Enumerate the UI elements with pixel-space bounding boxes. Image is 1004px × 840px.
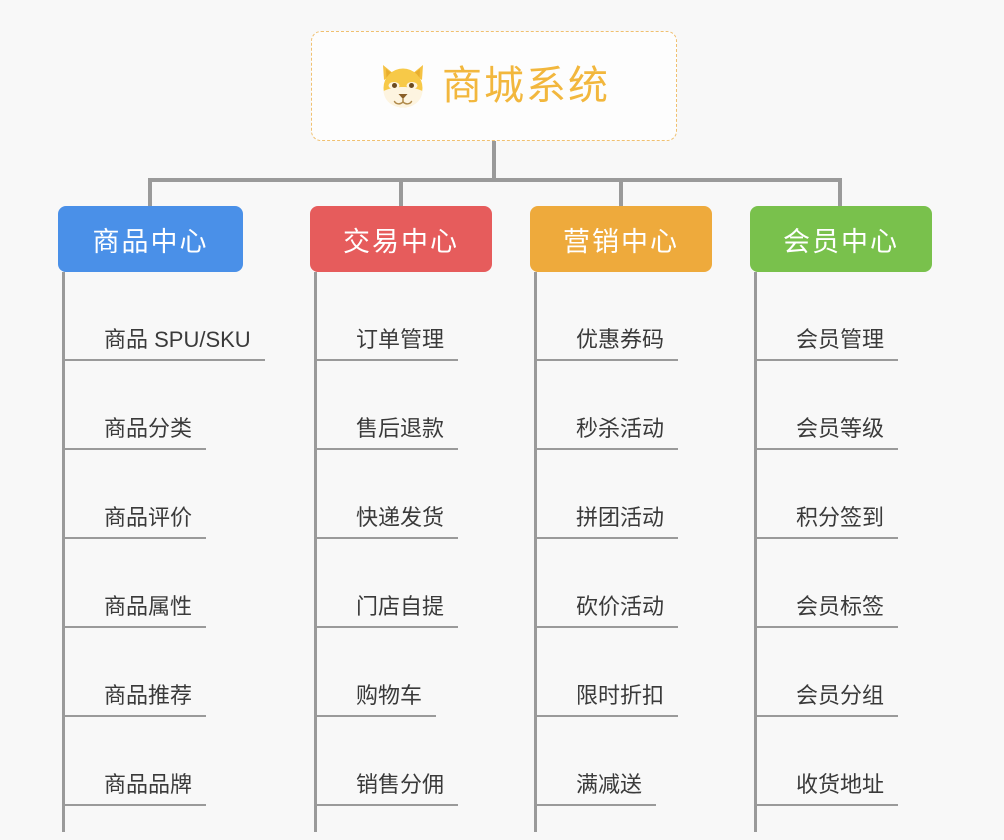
column-trade-center: 交易中心 订单管理 售后退款 快递发货 门店自提 购物车 销售分佣 bbox=[310, 206, 492, 832]
connector-root-stem bbox=[492, 141, 496, 181]
leaf-item[interactable]: 商品品牌 bbox=[62, 717, 322, 806]
connector-horizontal-bus bbox=[148, 178, 840, 182]
connector-drop-4 bbox=[838, 178, 842, 206]
leaf-label: 商品分类 bbox=[62, 415, 207, 450]
root-title: 商城系统 bbox=[442, 64, 610, 108]
leaf-item[interactable]: 售后退款 bbox=[314, 361, 574, 450]
category-label: 商品中心 bbox=[92, 226, 209, 257]
leaf-label: 会员分组 bbox=[754, 682, 899, 717]
root-node[interactable]: 商城系统 bbox=[311, 31, 677, 141]
leaf-item[interactable]: 满减送 bbox=[534, 717, 794, 806]
leaf-label: 限时折扣 bbox=[534, 682, 679, 717]
leaf-label: 会员标签 bbox=[754, 593, 899, 628]
leaf-label: 会员等级 bbox=[754, 415, 899, 450]
leaf-label: 售后退款 bbox=[314, 415, 459, 450]
leaf-item[interactable]: 门店自提 bbox=[314, 539, 574, 628]
leaf-label: 秒杀活动 bbox=[534, 415, 679, 450]
column-trunk-4 bbox=[754, 272, 757, 832]
leaf-label: 快递发货 bbox=[314, 504, 459, 539]
leaf-label: 商品评价 bbox=[62, 504, 207, 539]
leaf-label: 拼团活动 bbox=[534, 504, 679, 539]
leaf-list-2: 订单管理 售后退款 快递发货 门店自提 购物车 销售分佣 bbox=[314, 272, 574, 806]
category-label: 交易中心 bbox=[343, 226, 459, 257]
leaf-label: 销售分佣 bbox=[314, 771, 459, 806]
leaf-item[interactable]: 秒杀活动 bbox=[534, 361, 794, 450]
connector-drop-2 bbox=[399, 178, 403, 206]
column-marketing-center: 营销中心 优惠券码 秒杀活动 拼团活动 砍价活动 限时折扣 满减送 bbox=[530, 206, 712, 832]
leaf-label: 商品 SPU/SKU bbox=[62, 326, 265, 361]
leaf-item[interactable]: 商品分类 bbox=[62, 361, 322, 450]
leaf-label: 砍价活动 bbox=[534, 593, 679, 628]
column-trunk-1 bbox=[62, 272, 65, 832]
leaf-item[interactable]: 订单管理 bbox=[314, 272, 574, 361]
leaf-item[interactable]: 优惠券码 bbox=[534, 272, 794, 361]
column-trunk-3 bbox=[534, 272, 537, 832]
category-header-marketing-center[interactable]: 营销中心 bbox=[530, 206, 712, 272]
leaf-label: 门店自提 bbox=[314, 593, 459, 628]
leaf-item[interactable]: 快递发货 bbox=[314, 450, 574, 539]
category-header-member-center[interactable]: 会员中心 bbox=[750, 206, 932, 272]
category-header-trade-center[interactable]: 交易中心 bbox=[310, 206, 492, 272]
leaf-label: 满减送 bbox=[534, 771, 657, 806]
shiba-dog-icon bbox=[383, 65, 423, 108]
leaf-list-1: 商品 SPU/SKU 商品分类 商品评价 商品属性 商品推荐 商品品牌 bbox=[62, 272, 322, 806]
leaf-label: 购物车 bbox=[314, 682, 437, 717]
leaf-item[interactable]: 会员等级 bbox=[754, 361, 1004, 450]
leaf-item[interactable]: 商品评价 bbox=[62, 450, 322, 539]
column-member-center: 会员中心 会员管理 会员等级 积分签到 会员标签 会员分组 收货地址 bbox=[750, 206, 932, 832]
leaf-item[interactable]: 砍价活动 bbox=[534, 539, 794, 628]
leaf-item[interactable]: 收货地址 bbox=[754, 717, 1004, 806]
leaf-label: 商品属性 bbox=[62, 593, 207, 628]
leaf-item[interactable]: 拼团活动 bbox=[534, 450, 794, 539]
category-header-product-center[interactable]: 商品中心 bbox=[58, 206, 243, 272]
leaf-label: 积分签到 bbox=[754, 504, 899, 539]
leaf-item[interactable]: 购物车 bbox=[314, 628, 574, 717]
category-label: 营销中心 bbox=[563, 226, 679, 257]
connector-drop-3 bbox=[619, 178, 623, 206]
leaf-list-3: 优惠券码 秒杀活动 拼团活动 砍价活动 限时折扣 满减送 bbox=[534, 272, 794, 806]
leaf-item[interactable]: 积分签到 bbox=[754, 450, 1004, 539]
leaf-item[interactable]: 商品推荐 bbox=[62, 628, 322, 717]
leaf-item[interactable]: 商品属性 bbox=[62, 539, 322, 628]
leaf-item[interactable]: 会员分组 bbox=[754, 628, 1004, 717]
leaf-label: 商品品牌 bbox=[62, 771, 207, 806]
leaf-list-4: 会员管理 会员等级 积分签到 会员标签 会员分组 收货地址 bbox=[754, 272, 1004, 806]
leaf-item[interactable]: 会员标签 bbox=[754, 539, 1004, 628]
leaf-item[interactable]: 会员管理 bbox=[754, 272, 1004, 361]
leaf-label: 订单管理 bbox=[314, 326, 459, 361]
leaf-label: 优惠券码 bbox=[534, 326, 679, 361]
leaf-label: 收货地址 bbox=[754, 771, 899, 806]
column-trunk-2 bbox=[314, 272, 317, 832]
leaf-label: 会员管理 bbox=[754, 326, 899, 361]
connector-drop-1 bbox=[148, 178, 152, 206]
leaf-item[interactable]: 商品 SPU/SKU bbox=[62, 272, 322, 361]
leaf-item[interactable]: 限时折扣 bbox=[534, 628, 794, 717]
column-product-center: 商品中心 商品 SPU/SKU 商品分类 商品评价 商品属性 商品推荐 商品品牌 bbox=[58, 206, 265, 832]
leaf-label: 商品推荐 bbox=[62, 682, 207, 717]
category-label: 会员中心 bbox=[783, 226, 899, 257]
leaf-item[interactable]: 销售分佣 bbox=[314, 717, 574, 806]
